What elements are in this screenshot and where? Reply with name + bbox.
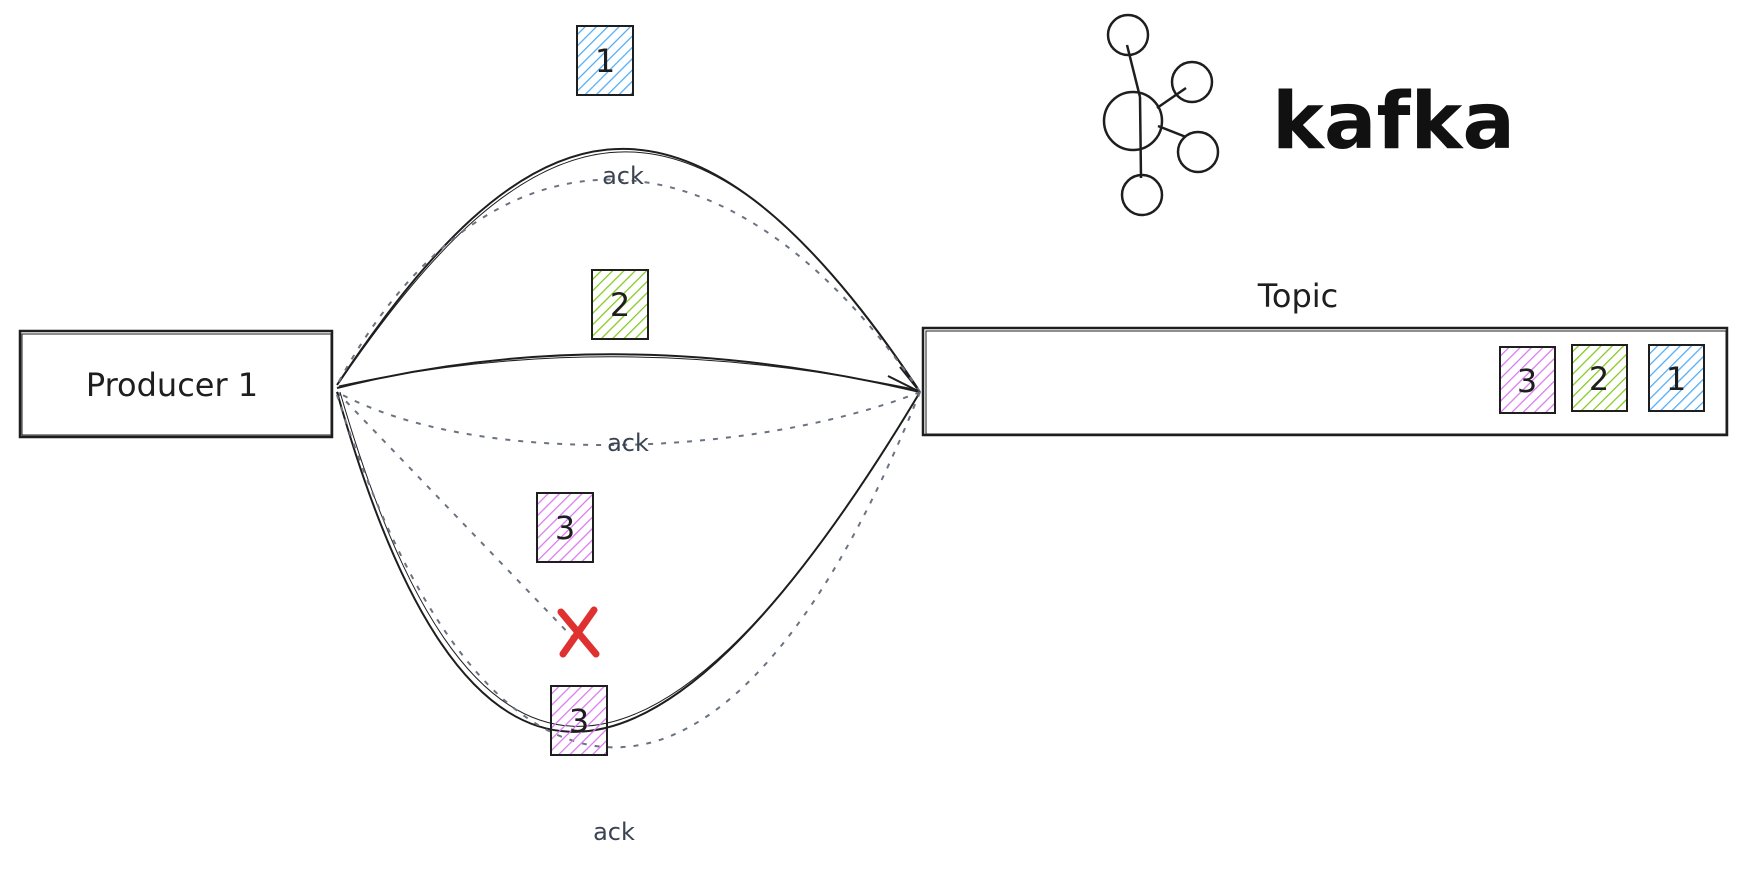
ack-1-line — [336, 178, 921, 393]
topic-message-1-label: 1 — [1666, 360, 1686, 398]
topic-message-2: 2 — [1571, 344, 1628, 412]
ack-1-label: ack — [602, 162, 644, 190]
topic-message-2-label: 2 — [1589, 360, 1609, 398]
ack-3-line — [336, 391, 921, 749]
message-2-card: 2 — [591, 269, 649, 340]
message-3-failed-label: 3 — [555, 509, 575, 547]
ack-3-label: ack — [593, 818, 635, 846]
message-2-label: 2 — [610, 286, 630, 324]
producer-label: Producer 1 — [86, 366, 258, 404]
topic-message-3-label: 3 — [1517, 362, 1537, 400]
producer-box: Producer 1 — [18, 329, 334, 439]
message-3-card-retry: 3 — [550, 685, 608, 756]
ack-2-line — [336, 391, 921, 447]
topic-title: Topic — [1257, 277, 1338, 315]
kafka-logo-icon — [1102, 13, 1220, 217]
message-3-flow: ack 3 3 — [336, 391, 921, 846]
message-2-flow: ack 2 — [336, 269, 921, 457]
kafka-logo: kafka — [1102, 13, 1515, 217]
message-1-flow: ack 1 — [336, 25, 921, 393]
topic-message-3: 3 — [1499, 346, 1556, 414]
ack-2-label: ack — [607, 429, 649, 457]
message-3-card-failed: 3 — [536, 492, 594, 563]
topic-box: Topic 3 2 1 — [921, 277, 1729, 437]
kafka-logo-text: kafka — [1272, 77, 1515, 167]
cross-icon — [557, 606, 600, 658]
failed-attempt-line — [336, 391, 576, 641]
message-1-label: 1 — [595, 42, 615, 80]
message-3-retry-label: 3 — [569, 702, 589, 740]
message-1-card: 1 — [576, 25, 634, 96]
topic-message-1: 1 — [1648, 344, 1705, 412]
